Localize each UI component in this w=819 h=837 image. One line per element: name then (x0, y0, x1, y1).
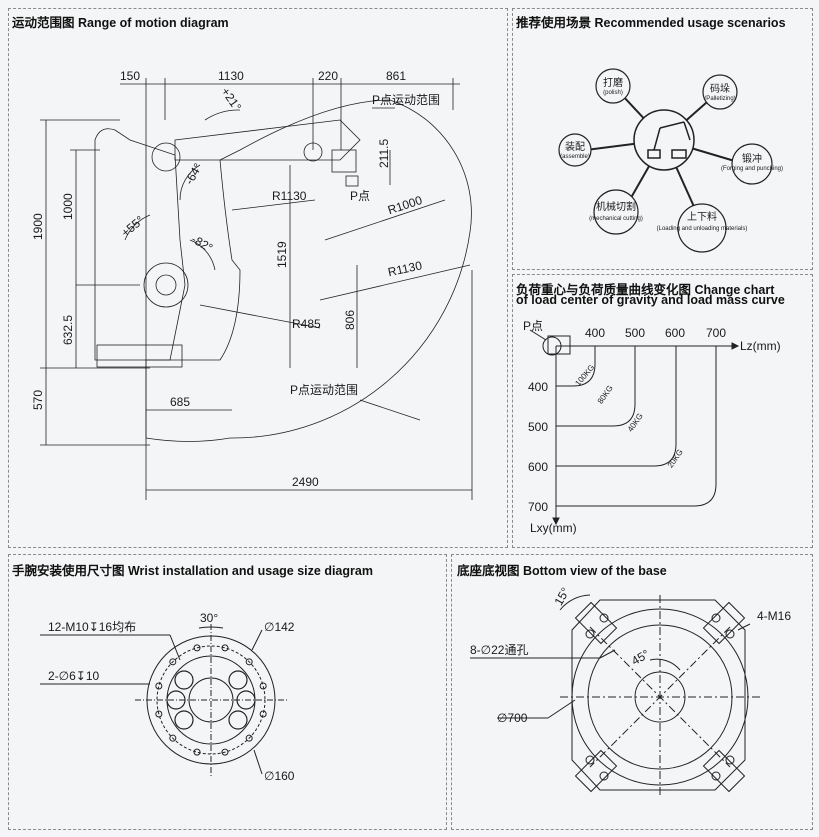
base-angle-15: 15° (551, 585, 572, 608)
ytick-600: 600 (528, 460, 548, 474)
scenario-cutting-cn: 机械切割 (596, 200, 636, 213)
scenario-forging-en: (Forging and punching) (721, 166, 783, 172)
wrist-inner-bores (166, 670, 256, 730)
motion-title: 运动范围图 Range of motion diagram (12, 16, 229, 30)
loadchart-title-2: of load center of gravity and load mass … (516, 293, 785, 307)
loadchart-ppoint: P点 (523, 319, 543, 333)
scenario-assemble-en: (assemble) (560, 154, 590, 160)
xtick-600: 600 (665, 326, 685, 340)
scenario-assemble-cn: 装配 (565, 140, 585, 153)
wrist-title: 手腕安装使用尺寸图 Wrist installation and usage s… (12, 564, 373, 578)
base-holes-label: 8-∅22通孔 (470, 643, 528, 657)
wrist-panel (8, 554, 447, 830)
robot-icon (647, 121, 691, 159)
dim-861: 861 (386, 69, 406, 83)
base-m16-label: 4-M16 (757, 609, 791, 623)
dim-2490: 2490 (292, 475, 319, 489)
base-title: 底座底视图 Bottom view of the base (457, 564, 667, 578)
motion-panel (8, 8, 508, 548)
scenario-palletizing-en: (Palletizing) (704, 96, 735, 102)
scenarios-panel (512, 8, 813, 270)
ytick-400: 400 (528, 380, 548, 394)
wrist-d142: ∅142 (264, 620, 295, 634)
wrist-screws-label: 12-M10↧16均布 (48, 620, 136, 634)
wrist-angle-30: 30° (200, 611, 218, 625)
scenarios-title: 推荐使用场景 Recommended usage scenarios (516, 16, 786, 30)
loadchart-xaxis-label: Lz(mm) (740, 339, 781, 353)
dim-632-5: 632.5 (61, 315, 75, 345)
dim-806: 806 (343, 310, 357, 330)
radius-485: R485 (292, 317, 321, 331)
xtick-400: 400 (585, 326, 605, 340)
label-prange-top: P点运动范围 (372, 93, 440, 107)
xtick-500: 500 (625, 326, 645, 340)
dim-1130: 1130 (218, 69, 244, 83)
scenario-loading-cn: 上下料 (687, 210, 717, 223)
loadchart-title-1: 负荷重心与负荷质量曲线变化图 Change chart (516, 283, 775, 297)
base-panel (451, 554, 813, 830)
base-d700-label: ∅700 (497, 711, 528, 725)
scenario-polish-cn: 打磨 (603, 76, 623, 89)
dim-570: 570 (31, 390, 45, 410)
label-prange-bottom: P点运动范围 (290, 383, 358, 397)
xtick-700: 700 (706, 326, 726, 340)
wrist-d160: ∅160 (264, 769, 295, 783)
ytick-500: 500 (528, 420, 548, 434)
dim-1000: 1000 (61, 193, 75, 220)
scenario-polish-en: (polish) (603, 90, 623, 96)
loadchart-yaxis-label: Lxy(mm) (530, 521, 577, 535)
dim-1519: 1519 (275, 241, 289, 268)
scenario-cutting-en: (mechanical cutting) (589, 216, 643, 222)
load-curves (556, 346, 717, 507)
dim-150: 150 (120, 69, 140, 83)
loadchart-panel (512, 274, 813, 548)
base-through-holes (585, 613, 735, 781)
scenario-loading-en: (Loading and unloading materials) (657, 226, 748, 232)
scenario-forging-cn: 锻冲 (742, 152, 762, 165)
dim-211-5: 211.5 (377, 139, 391, 168)
scenario-palletizing-cn: 码垛 (710, 83, 730, 95)
label-ppoint: P点 (350, 189, 370, 203)
wrist-bolt-holes (155, 644, 267, 756)
dim-685: 685 (170, 395, 190, 409)
radius-1130-top: R1130 (272, 189, 307, 203)
base-angle-45: 45° (629, 647, 652, 668)
wrist-pins-label: 2-∅6↧10 (48, 669, 100, 683)
ytick-700: 700 (528, 500, 548, 514)
dim-220: 220 (318, 69, 338, 83)
dim-1900: 1900 (31, 213, 45, 240)
